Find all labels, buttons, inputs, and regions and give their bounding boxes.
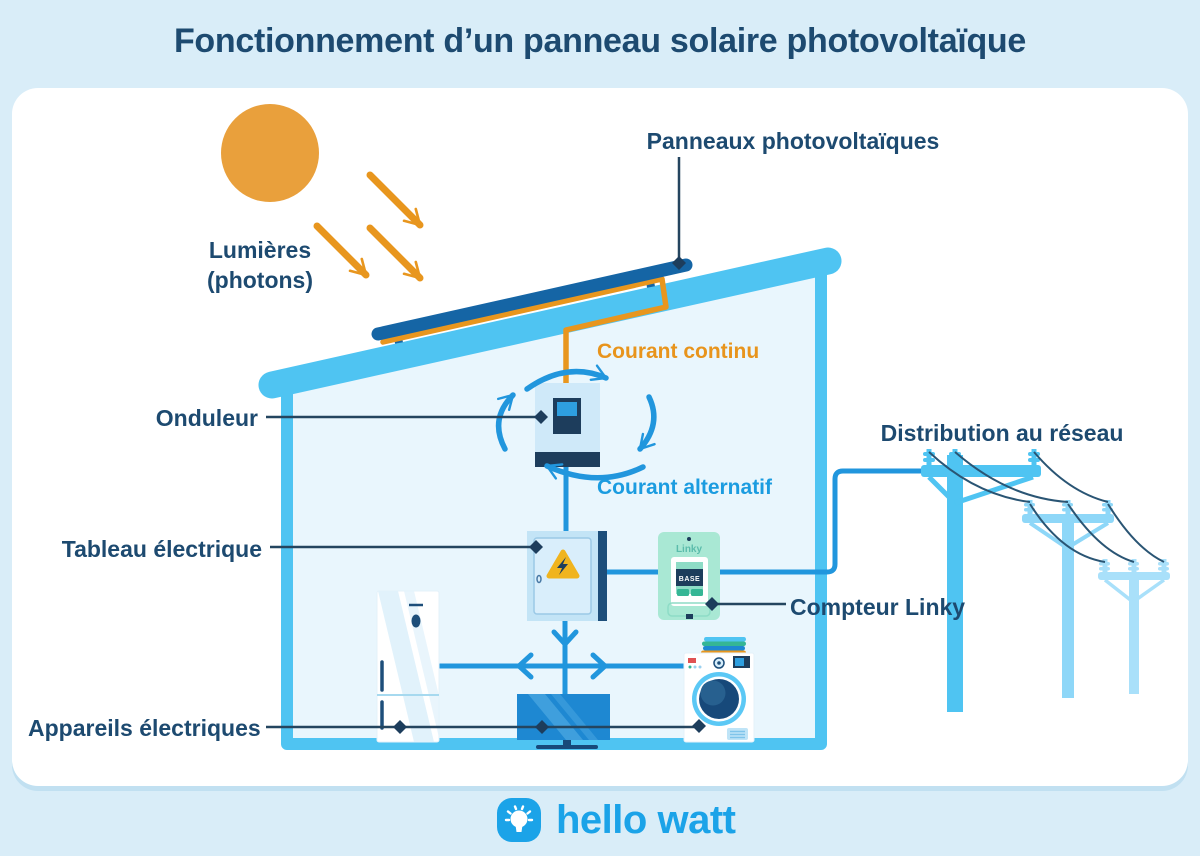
connector-diamond-icon <box>692 719 706 733</box>
utility-pole-3 <box>1098 559 1170 694</box>
connector-diamond-icon <box>672 256 686 270</box>
panel-module <box>371 258 693 341</box>
label-photons-line2: (photons) <box>206 267 313 293</box>
connector-diamond-icon <box>529 540 543 554</box>
washer-power-button <box>688 658 696 663</box>
utility-poles <box>921 449 1170 712</box>
washing-machine <box>683 637 755 743</box>
right-arrow-icon <box>590 652 608 680</box>
rotation-arrows <box>495 364 657 481</box>
linky-display <box>676 569 703 586</box>
tv <box>517 694 610 749</box>
left-arrow-icon <box>516 652 534 680</box>
lightning-bolt-icon <box>557 557 568 575</box>
door-handle <box>536 574 542 584</box>
dc-wire <box>380 276 669 387</box>
tv-stand <box>563 740 571 746</box>
washer-indicator <box>688 665 692 669</box>
label-grid: Distribution au réseau <box>880 420 1124 446</box>
house-walls <box>281 254 827 750</box>
label-linky-meter: Compteur Linky <box>790 594 966 620</box>
hellowatt-logo-text: hello watt <box>556 798 736 842</box>
linky-button <box>677 589 689 596</box>
insulators <box>1024 500 1113 515</box>
connector-diamond-icon <box>534 410 548 424</box>
photon-arrows <box>313 171 424 282</box>
insulators <box>923 449 1040 466</box>
washer-door-highlight <box>700 680 726 706</box>
linky-top-dot <box>687 537 691 541</box>
panel-side <box>598 531 607 621</box>
towel-stack <box>701 637 746 655</box>
photon-arrow-icon <box>366 171 424 229</box>
rotation-arrow-icon <box>544 463 646 481</box>
power-lines <box>928 451 1165 563</box>
insulators <box>1099 559 1169 573</box>
utility-pole-2 <box>1022 500 1114 698</box>
fridge-highlights <box>378 591 439 742</box>
leader-lines <box>266 157 786 729</box>
connector-diamond-icon <box>705 597 719 611</box>
utility-pole-1 <box>921 449 1041 712</box>
rotation-arrow-icon <box>495 392 516 452</box>
label-dc-current: Courant continu <box>597 340 760 363</box>
fridge <box>376 590 440 743</box>
connector-diamonds <box>393 256 719 734</box>
linky-display-text: BASE <box>679 576 700 583</box>
linky-brand: Linky <box>676 544 703 555</box>
label-ac-current: Courant alternatif <box>597 476 773 499</box>
washer-indicator <box>693 665 697 669</box>
fridge-logo <box>411 614 421 628</box>
wiring <box>437 468 926 697</box>
tv-highlights <box>528 694 598 740</box>
label-photons-line1: Lumières <box>208 237 312 263</box>
lightbulb-icon <box>504 805 534 832</box>
label-appliances: Appareils électriques <box>28 715 261 741</box>
washer-indicator <box>698 665 702 669</box>
linky-button <box>691 589 703 596</box>
connector-diamond-icon <box>535 720 549 734</box>
rotation-arrow-icon <box>524 364 609 392</box>
solar-panel <box>371 258 693 387</box>
linky-meter-device: Linky BASE <box>658 532 720 620</box>
connector-diamond-icon <box>393 720 407 734</box>
grid-wire <box>604 468 926 575</box>
inverter-device <box>535 383 600 467</box>
sun-icon <box>221 104 319 202</box>
hellowatt-logo <box>497 798 541 842</box>
inverter-display-screen <box>557 402 577 416</box>
washer-display-screen <box>735 658 744 666</box>
page-title: Fonctionnement d’un panneau solaire phot… <box>173 22 1027 60</box>
washer-knob-dot <box>717 661 721 665</box>
linky-bottom-dot <box>686 614 693 619</box>
rotation-arrow-icon <box>637 394 657 452</box>
roof <box>258 247 842 399</box>
photon-arrow-icon <box>313 222 370 279</box>
down-arrow-icon <box>551 629 579 647</box>
label-photons: Lumières (photons) <box>165 235 355 295</box>
photon-arrow-icon <box>366 224 424 282</box>
label-inverter: Onduleur <box>155 405 258 431</box>
label-electrical-panel: Tableau électrique <box>61 536 262 562</box>
label-panels: Panneaux photovoltaïques <box>646 128 940 154</box>
